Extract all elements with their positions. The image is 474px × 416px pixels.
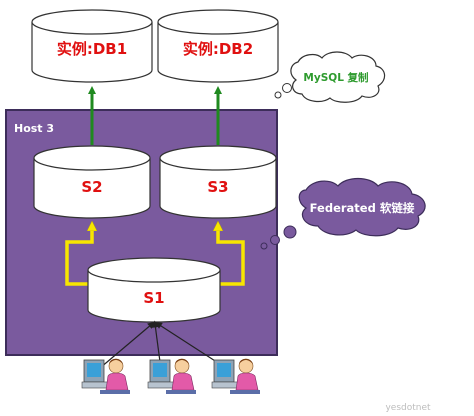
- federated-label: Federated 软链接: [310, 201, 415, 215]
- client-user-icon: [211, 358, 260, 394]
- client-user-icon: [81, 358, 130, 394]
- s1-cylinder: S1: [87, 257, 221, 323]
- client-user-icon: [147, 358, 196, 394]
- s2-label: S2: [81, 178, 102, 196]
- db1-cylinder: 实例:DB1: [31, 9, 153, 83]
- federated-arrow-s3: [218, 226, 245, 286]
- client-arrow-left: [99, 321, 155, 369]
- host-label: Host 3: [14, 122, 54, 135]
- db2-label: 实例:DB2: [183, 40, 253, 58]
- mysql-replication-label: MySQL 复制: [303, 71, 368, 84]
- watermark: yesdotnet: [385, 403, 431, 413]
- federated-callout: Federated 软链接: [260, 177, 426, 250]
- s1-label: S1: [143, 289, 164, 307]
- db1-label: 实例:DB1: [57, 40, 127, 58]
- db2-cylinder: 实例:DB2: [157, 9, 279, 83]
- s3-cylinder: S3: [159, 145, 277, 219]
- mysql-replication-callout: MySQL 复制: [274, 51, 386, 103]
- client-arrow-center: [151, 320, 161, 363]
- federated-arrow-s2: [65, 226, 92, 286]
- s2-cylinder: S2: [33, 145, 151, 219]
- s3-label: S3: [207, 178, 228, 196]
